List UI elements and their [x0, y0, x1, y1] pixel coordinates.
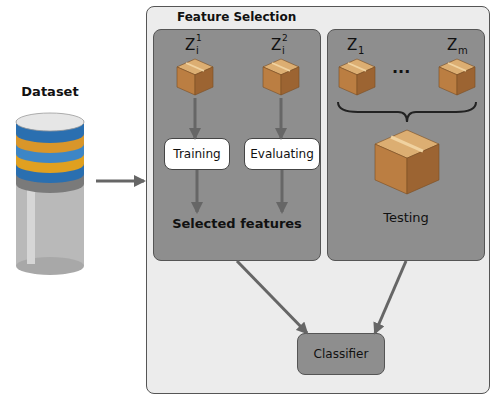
subset-label: Zi 1 — [174, 36, 216, 58]
subset-icon: Z1 — [336, 36, 378, 98]
process-box: Training — [164, 138, 230, 170]
connector-arrow — [281, 170, 284, 212]
ellipsis-label: ... — [392, 58, 410, 77]
box-right — [195, 67, 213, 95]
training-panel: Selected featuresZi1Zi2TrainingEvaluatin… — [153, 29, 321, 261]
subset-icon: Zi 1 — [174, 36, 216, 98]
connector-arrow — [375, 261, 406, 333]
connector-arrow — [237, 261, 307, 333]
connector-arrow — [196, 170, 199, 212]
subset-index: i — [196, 45, 199, 56]
subset-label: Z1 — [336, 36, 378, 58]
box-tape — [348, 63, 366, 71]
box-tape — [448, 63, 466, 71]
box-right — [357, 67, 375, 95]
box-left — [339, 67, 357, 95]
box-icon — [436, 58, 478, 98]
box-icon — [174, 58, 216, 98]
process-box: Evaluating — [244, 138, 320, 170]
cylinder-top — [16, 113, 84, 131]
dataset-node: Dataset — [8, 84, 92, 278]
node-label: Training — [165, 147, 229, 161]
box-icon — [260, 58, 302, 98]
panel-title: Feature Selection — [177, 10, 296, 24]
subset-symbol: Z — [185, 36, 195, 54]
box-left — [177, 67, 195, 95]
subset-index: 1 — [358, 45, 364, 56]
box-right — [407, 144, 439, 194]
subset-symbol: Z — [447, 36, 457, 54]
subset-number: 2 — [282, 33, 288, 43]
node-label: Selected features — [172, 216, 302, 231]
connector-arrow — [96, 180, 144, 183]
classifier-box: Classifier — [297, 333, 385, 375]
subset-symbol: Z — [347, 36, 357, 54]
subset-icon: Zi 2 — [260, 36, 302, 98]
cylinder-bottom — [16, 257, 84, 275]
brace-path — [338, 102, 476, 122]
box-tape — [391, 137, 423, 151]
subset-label: Zm — [436, 36, 478, 58]
cylinder-shine — [27, 180, 35, 264]
box-left — [263, 67, 281, 95]
node-label: Testing — [383, 210, 429, 225]
connector-arrow — [194, 98, 197, 138]
box-right — [281, 67, 299, 95]
testing-panel: TestingZ1Zm... — [327, 29, 485, 261]
box-left — [375, 144, 407, 194]
box-tape — [186, 63, 204, 71]
feature-selection-panel: Feature SelectionSelected featuresZi1Zi2… — [146, 6, 490, 394]
subset-index: m — [458, 45, 468, 56]
node-label: Evaluating — [245, 147, 319, 161]
box-icon — [336, 58, 378, 98]
database-cylinder — [15, 110, 85, 276]
connector-arrow — [280, 98, 283, 138]
subset-symbol: Z — [271, 36, 281, 54]
cylinder-body — [16, 120, 84, 266]
node-label: Classifier — [298, 347, 384, 361]
box-tape — [272, 63, 290, 71]
dataset-label: Dataset — [8, 84, 92, 99]
subset-number: 1 — [196, 33, 202, 43]
box-left — [439, 67, 457, 95]
box-right — [457, 67, 475, 95]
subset-label: Zi 2 — [260, 36, 302, 58]
subset-icon: Zm — [436, 36, 478, 98]
subset-index: i — [282, 45, 285, 56]
